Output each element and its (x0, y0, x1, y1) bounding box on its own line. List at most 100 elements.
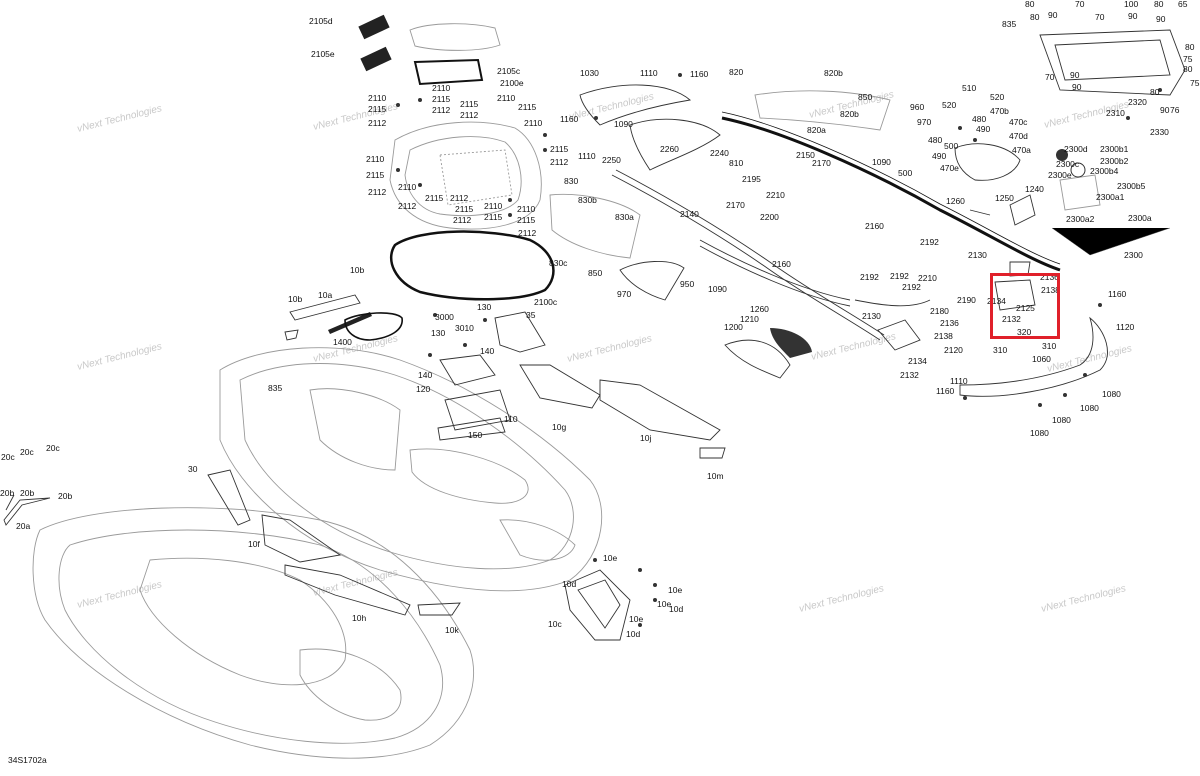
part-label: 90 (1156, 14, 1166, 24)
part-label: 65 (1178, 0, 1188, 9)
part-label: 20b (20, 488, 34, 498)
part-label: 2192 (920, 237, 939, 247)
part-label: 2192 (902, 282, 921, 292)
part-label: 10d (669, 604, 683, 614)
glovebox-830 (549, 193, 685, 301)
part-label: 1080 (1102, 389, 1121, 399)
gasket-2105c (413, 58, 484, 86)
part-label: 2112 (550, 157, 569, 167)
hull-bottom (32, 507, 474, 759)
part-label: 2110 (524, 118, 543, 128)
part-label: 2105d (309, 16, 333, 26)
cowl-470a (954, 143, 1021, 181)
watermark: vNext Technologies (798, 583, 885, 615)
part-label: 2195 (742, 174, 761, 184)
part-label: 2112 (518, 228, 537, 238)
part-label: 820b (824, 68, 843, 78)
part-label: 1160 (1108, 289, 1127, 299)
part-label: 10a (318, 290, 332, 300)
part-label: 10e (629, 614, 643, 624)
part-label: 1080 (1030, 428, 1049, 438)
part-label: 150 (468, 430, 482, 440)
part-label: 2300b1 (1100, 144, 1129, 154)
part-label: 2105e (311, 49, 335, 59)
assembly-2300 (1051, 149, 1171, 256)
rail-2160 (699, 239, 851, 307)
storage-bin-835 (1039, 29, 1186, 96)
part-label: 20c (1, 452, 15, 462)
part-label: 10b (288, 294, 302, 304)
part-label: 2170 (726, 200, 745, 210)
part-label: 2132 (1002, 314, 1021, 324)
watermark: vNext Technologies (1046, 343, 1133, 375)
part-label: 20c (20, 447, 34, 457)
part-label: 820 (729, 67, 743, 77)
seat (579, 84, 721, 171)
part-label: 90 (1128, 11, 1138, 21)
part-label: 500 (898, 168, 912, 178)
part-label: 1240 (1025, 184, 1044, 194)
part-label: 2110 (432, 83, 451, 93)
part-label: 2330 (1150, 127, 1169, 137)
trim-20 (3, 494, 51, 526)
part-label: 1160 (690, 69, 709, 79)
part-label: 30 (188, 464, 198, 474)
part-label: 10e (603, 553, 617, 563)
part-label: 2140 (680, 209, 699, 219)
part-label: 2240 (710, 148, 729, 158)
part-label: 830a (615, 212, 634, 222)
part-label: 75 (1183, 54, 1193, 64)
part-label: 10e (657, 599, 671, 609)
part-label: 1250 (995, 193, 1014, 203)
part-label: 2300b4 (1090, 166, 1119, 176)
rail-1090 (611, 169, 885, 341)
part-label: 2110 (398, 182, 417, 192)
part-label: 2192 (890, 271, 909, 281)
part-label: 1120 (1116, 322, 1135, 332)
part-label: 850 (588, 268, 602, 278)
part-label: 80 (1154, 0, 1164, 9)
part-label: 2134 (987, 296, 1006, 306)
part-label: 2100e (500, 78, 524, 88)
part-label: 1110 (578, 151, 596, 161)
part-label: 2320 (1128, 97, 1147, 107)
part-label: 835 (1002, 19, 1016, 29)
side-panels (494, 311, 726, 459)
part-label: 520 (942, 100, 956, 110)
part-label: 320 (1017, 327, 1031, 337)
rail-2180 (854, 299, 931, 307)
part-label: 10m (707, 471, 724, 481)
part-label: 76 (1170, 105, 1180, 115)
part-label: 1110 (640, 68, 658, 78)
watermark: vNext Technologies (312, 333, 399, 365)
part-label: 10b (350, 265, 364, 275)
part-label: 2300a (1128, 213, 1152, 223)
part-label: 1090 (614, 119, 633, 129)
part-label: 2200 (760, 212, 779, 222)
part-label: 2112 (432, 105, 451, 115)
part-label: 2192 (860, 272, 879, 282)
watermark: vNext Technologies (76, 579, 163, 611)
part-label: 520 (990, 92, 1004, 102)
part-label: 970 (917, 117, 931, 127)
part-label: 2134 (908, 356, 927, 366)
part-label: 2138 (934, 331, 953, 341)
part-label: 2132 (900, 370, 919, 380)
part-label: 10k (445, 625, 459, 635)
grill-1200 (724, 328, 812, 379)
part-label: 1260 (750, 304, 769, 314)
part-label: 2300b2 (1100, 156, 1129, 166)
part-label: 3000 (435, 312, 454, 322)
diagram-id: 34S1702a (8, 755, 47, 765)
part-label: 470b (990, 106, 1009, 116)
part-label: 2160 (865, 221, 884, 231)
part-label: 80 (1025, 0, 1035, 9)
part-label: 850 (858, 92, 872, 102)
part-label: 470c (1009, 117, 1028, 127)
part-label: 2250 (602, 155, 621, 165)
part-label: 90 (1160, 105, 1170, 115)
part-label: 970 (617, 289, 631, 299)
part-label: 2125 (1016, 303, 1035, 313)
part-label: 80 (1185, 42, 1195, 52)
part-label: 830 (564, 176, 578, 186)
